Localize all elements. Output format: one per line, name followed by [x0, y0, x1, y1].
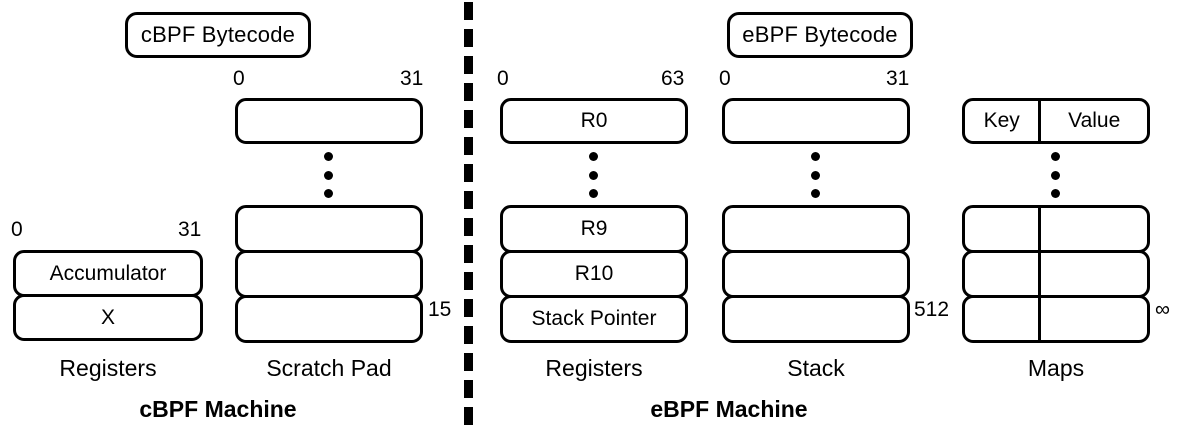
- ebpf-registers-bit-end: 63: [661, 67, 685, 90]
- ebpf-stack-depth-label: 512: [914, 298, 950, 321]
- maps-header-key: Key: [965, 101, 1042, 141]
- ebpf-registers-bit-start: 0: [497, 67, 509, 90]
- maps-header-value: Value: [1068, 109, 1121, 132]
- ebpf-register-stack-pointer-label: Stack Pointer: [531, 307, 657, 330]
- ebpf-register-stack-pointer: Stack Pointer: [500, 295, 688, 343]
- scratchpad-slot: [235, 250, 423, 298]
- ebpf-stack-slot: [722, 295, 910, 343]
- panel-divider: [464, 2, 473, 425]
- ebpf-registers-stack: R9 R10 Stack Pointer: [500, 205, 688, 343]
- cbpf-bytecode-label: cBPF Bytecode: [140, 22, 296, 47]
- scratchpad-slot: [235, 295, 423, 343]
- maps-row-value: [1041, 253, 1147, 295]
- cbpf-registers-bit-start: 0: [11, 218, 23, 241]
- ellipsis-dot: [811, 189, 820, 198]
- maps-header-row: Key Value: [962, 98, 1150, 144]
- ellipsis-dot: [811, 152, 820, 161]
- ebpf-register-r0-label: R0: [580, 109, 608, 132]
- ebpf-stack-slot-first: [722, 98, 910, 144]
- cbpf-register-x: X: [13, 294, 203, 341]
- ellipsis-dot: [324, 189, 333, 198]
- ebpf-register-r9-label: R9: [580, 217, 608, 240]
- maps-caption: Maps: [1027, 355, 1085, 381]
- maps-row: [962, 250, 1150, 298]
- ebpf-stack-slot: [722, 205, 910, 253]
- scratchpad-bit-start: 0: [233, 67, 245, 90]
- maps-row-key: [965, 253, 1042, 295]
- ellipsis-dot: [811, 170, 820, 180]
- scratchpad-slot-first: [235, 98, 423, 144]
- ebpf-stack-bit-start: 0: [719, 67, 731, 90]
- ellipsis-dot: [589, 189, 598, 198]
- ebpf-registers-ellipsis-dots: [589, 152, 598, 198]
- cbpf-machine-title: cBPF Machine: [139, 396, 297, 422]
- cbpf-register-x-label: X: [100, 305, 115, 329]
- ellipsis-dot: [324, 170, 333, 180]
- scratchpad-depth-label: 15: [428, 298, 452, 321]
- ellipsis-dot: [324, 152, 333, 161]
- ellipsis-dot: [1051, 170, 1060, 180]
- maps-row-value: [1041, 298, 1147, 340]
- ebpf-register-r0: R0: [500, 98, 688, 144]
- cbpf-registers-bit-end: 31: [178, 218, 202, 241]
- ellipsis-dot: [1051, 152, 1060, 161]
- maps-row: [962, 295, 1150, 343]
- ebpf-stack-caption: Stack: [787, 355, 845, 381]
- ebpf-registers-caption: Registers: [545, 355, 643, 381]
- ebpf-bytecode-label: eBPF Bytecode: [742, 22, 898, 47]
- ebpf-stack-slot: [722, 250, 910, 298]
- ellipsis-dot: [1051, 189, 1060, 198]
- ebpf-register-r10-label: R10: [574, 262, 614, 285]
- ebpf-stack-ellipsis-dots: [811, 152, 820, 198]
- ebpf-register-r10: R10: [500, 250, 688, 298]
- ebpf-stack-bit-end: 31: [886, 67, 910, 90]
- scratchpad-ellipsis-dots: [324, 152, 333, 198]
- maps-row-key: [965, 208, 1042, 250]
- maps-row-value: [1041, 208, 1147, 250]
- ebpf-machine-title: eBPF Machine: [650, 396, 808, 422]
- maps-row: [962, 205, 1150, 253]
- ellipsis-dot: [589, 152, 598, 161]
- cbpf-bytecode-pill: cBPF Bytecode: [125, 12, 311, 58]
- maps-row-key: [965, 298, 1042, 340]
- cbpf-registers-stack: Accumulator X: [13, 250, 203, 341]
- maps-ellipsis-dots: [1051, 152, 1060, 198]
- cbpf-register-accumulator-label: Accumulator: [49, 261, 167, 285]
- scratchpad-caption: Scratch Pad: [266, 355, 392, 381]
- scratchpad-bit-end: 31: [400, 67, 424, 90]
- maps-stack: [962, 205, 1150, 343]
- cbpf-registers-caption: Registers: [59, 355, 157, 381]
- cbpf-register-accumulator: Accumulator: [13, 250, 203, 297]
- ebpf-register-r9: R9: [500, 205, 688, 253]
- maps-depth-label: ∞: [1155, 298, 1170, 321]
- ebpf-bytecode-pill: eBPF Bytecode: [727, 12, 913, 58]
- scratchpad-slot: [235, 205, 423, 253]
- ebpf-stack-stack: [722, 205, 910, 343]
- ellipsis-dot: [589, 170, 598, 180]
- scratchpad-stack: [235, 205, 423, 343]
